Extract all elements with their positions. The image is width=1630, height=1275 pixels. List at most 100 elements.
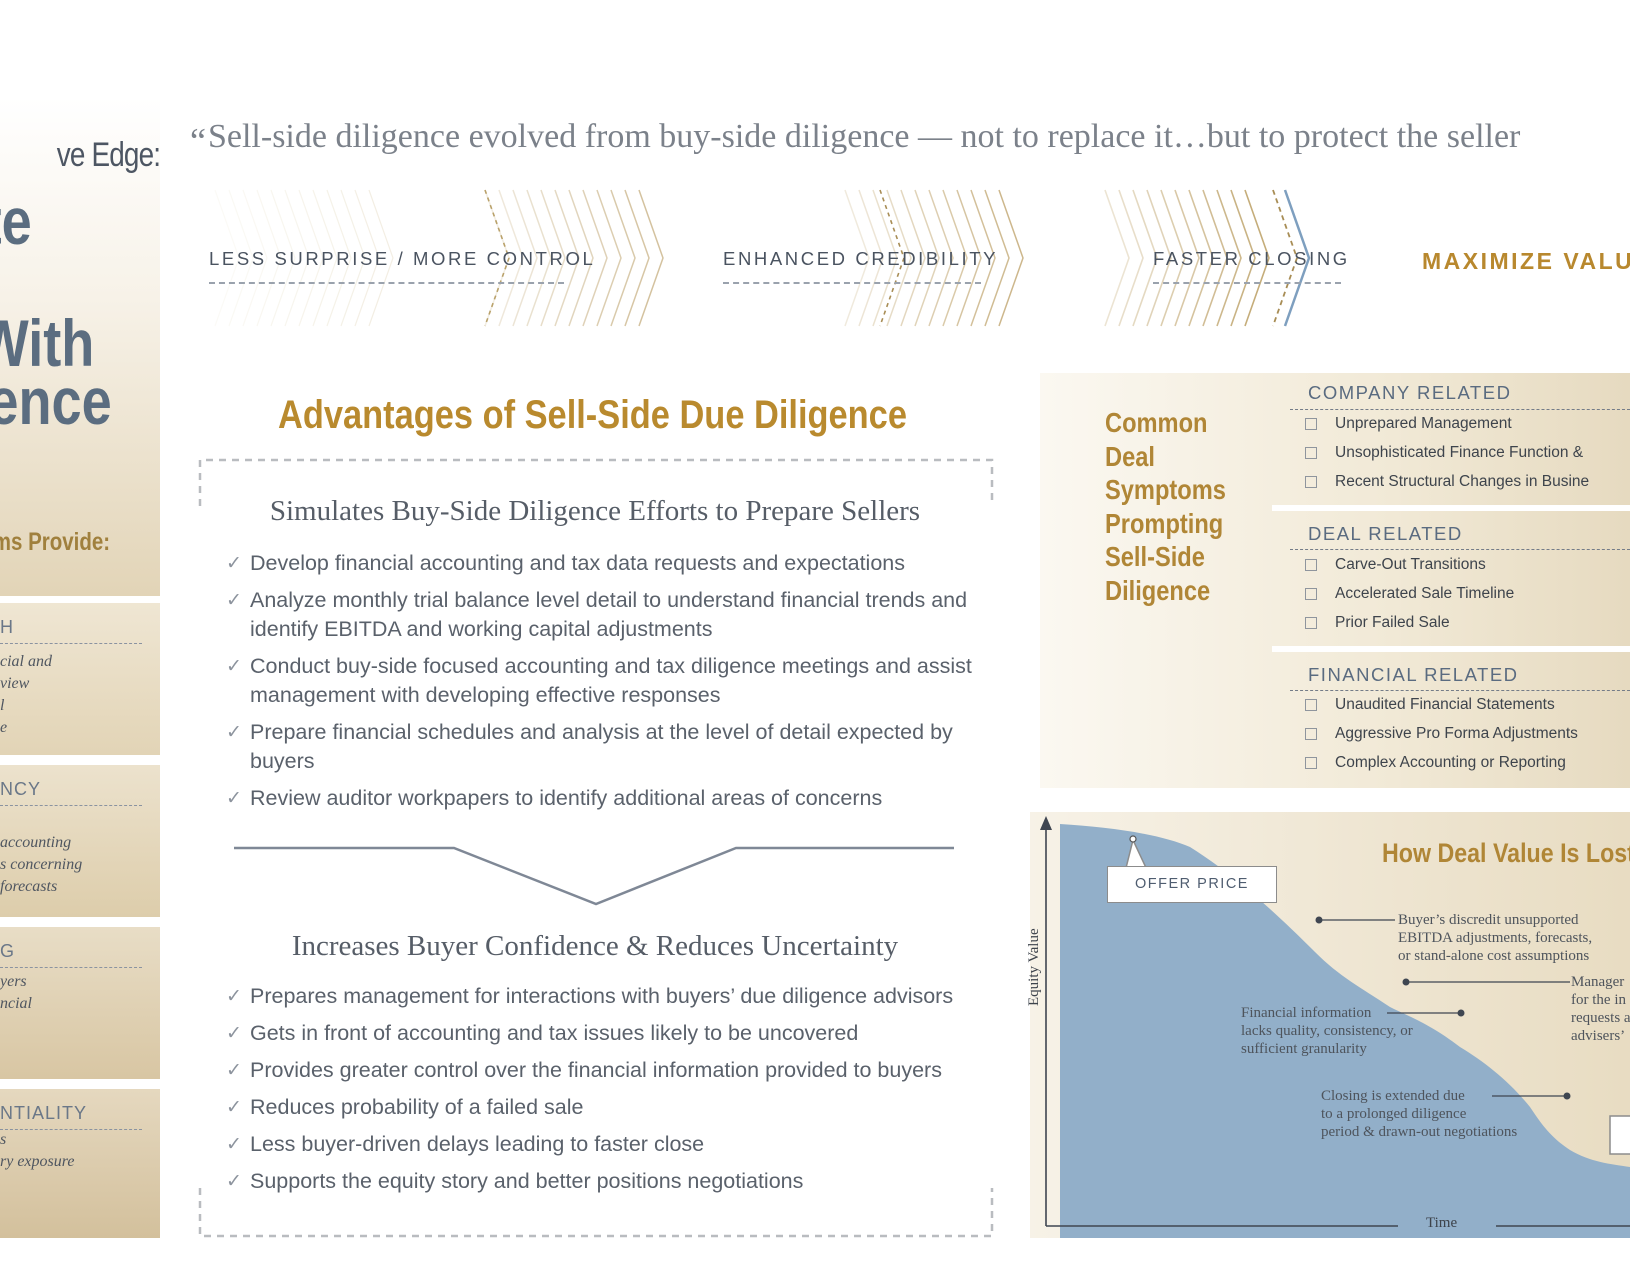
check-icon: ✓ [226,788,242,809]
advantages-title: Advantages of Sell-Side Due Diligence [278,393,907,437]
check-icon: ✓ [226,1134,242,1155]
left-card-divider [0,967,142,968]
checkbox-icon [1305,588,1317,600]
group-deal-related: DEAL RELATED [1308,523,1463,544]
y-axis-arrow-icon [1040,816,1052,830]
y-axis-label: Equity Value [1026,928,1042,1006]
check-icon: ✓ [226,553,242,574]
left-card-3: G yers ncial [0,927,160,1079]
checkbox-icon [1305,418,1317,430]
left-provide-heading: ms Provide: [0,528,110,556]
section2-bullet-list: ✓Prepares management for interactions wi… [226,982,986,1204]
funnel-divider [234,846,954,906]
left-edge-heading: ve Edge: [56,136,160,174]
symptom-item: Complex Accounting or Reporting [1305,754,1566,772]
pull-quote: “Sell-side diligence evolved from buy-si… [190,118,1521,161]
list-item: ✓Reduces probability of a failed sale [226,1093,986,1122]
section1-title: Simulates Buy-Side Diligence Efforts to … [269,495,921,527]
checkbox-icon [1305,559,1317,571]
left-card-2: NCY accounting s concerning forecasts [0,765,160,917]
list-item: ✓Prepares management for interactions wi… [226,982,986,1011]
check-icon: ✓ [226,986,242,1007]
left-card-divider [0,643,142,644]
left-card-head: H [0,617,14,637]
step-faster-closing: FASTER CLOSING [1153,248,1350,269]
quote-mark: “ [190,121,206,161]
step-underline [209,282,564,284]
left-card-head: G [0,941,16,961]
step-enhanced-credibility: ENHANCED CREDIBILITY [723,248,999,269]
symptoms-separator [1272,505,1630,511]
checkbox-icon [1305,728,1317,740]
checkbox-icon [1305,699,1317,711]
left-card-head: NTIALITY [0,1103,88,1123]
list-item: ✓Supports the equity story and better po… [226,1167,986,1196]
left-panel: ve Edge: te With gence ms Provide: H cia… [0,98,160,1238]
advantages-frame [198,458,994,1238]
list-item: ✓Conduct buy-side focused accounting and… [226,654,972,707]
checkbox-icon [1305,617,1317,629]
group-divider [1290,549,1630,550]
symptom-item: Unaudited Financial Statements [1305,696,1555,714]
group-divider [1290,409,1630,410]
symptom-item: Recent Structural Changes in Busine [1305,473,1589,491]
group-divider [1290,690,1630,691]
symptoms-separator [1272,646,1630,652]
left-big-line-3: gence [0,364,112,438]
list-item: ✓Gets in front of accounting and tax iss… [226,1019,986,1048]
left-card-divider [0,805,142,806]
left-card-text: cial and view l e [0,653,52,736]
list-item: ✓Less buyer-driven delays leading to fas… [226,1130,986,1159]
left-big-line-2: With [0,306,94,380]
section2-title: Increases Buyer Confidence & Reduces Unc… [291,930,899,962]
checkbox-icon [1305,476,1317,488]
value-chevron-band: LESS SURPRISE / MORE CONTROL ENHANCED CR… [195,188,1630,340]
left-card-text: accounting s concerning forecasts [0,834,83,895]
group-financial-related: FINANCIAL RELATED [1308,664,1519,685]
left-hero: ve Edge: te With gence ms Provide: [0,98,160,596]
cropped-label-box [1609,1115,1630,1155]
step-underline [723,282,981,284]
list-item: ✓Prepare financial schedules and analysi… [226,720,953,773]
symptom-item: Carve-Out Transitions [1305,556,1486,574]
list-item: ✓Analyze monthly trial balance level det… [226,588,968,641]
x-axis-label: Time [1426,1215,1458,1231]
left-card-4: NTIALITY s ry exposure [0,1089,160,1238]
step-maximize-value: MAXIMIZE VALUE [1422,248,1630,274]
section1-bullet-list: ✓Develop financial accounting and tax da… [226,549,986,821]
step-less-surprise: LESS SURPRISE / MORE CONTROL [209,248,596,269]
annotation-closing: Closing is extended due to a prolonged d… [1321,1088,1518,1140]
left-card-text: yers ncial [0,973,32,1012]
step-underline [1153,282,1341,284]
offer-price-label: OFFER PRICE [1107,866,1277,903]
left-card-1: H cial and view l e [0,603,160,755]
list-item: ✓Review auditor workpapers to identify a… [226,784,986,813]
offer-point [1129,835,1137,843]
symptom-item: Prior Failed Sale [1305,614,1450,632]
left-card-divider [0,1129,142,1130]
check-icon: ✓ [226,1097,242,1118]
symptom-item: Unsophisticated Finance Function & [1305,444,1583,462]
quote-text: Sell-side diligence evolved from buy-sid… [207,118,1521,155]
check-icon: ✓ [226,1171,242,1192]
symptoms-title: Common Deal Symptoms Prompting Sell-Side… [1105,407,1226,606]
chart-title: How Deal Value Is Lost [1382,838,1630,868]
left-big-line-1: te [0,184,32,258]
check-icon: ✓ [226,722,242,743]
annotation-management: Manager for the in requests a advisers’ [1571,974,1630,1044]
symptom-item: Accelerated Sale Timeline [1305,585,1514,603]
chevron-graphic [214,189,1311,327]
equity-value-area [1060,824,1630,1238]
checkbox-icon [1305,447,1317,459]
list-item: ✓Provides greater control over the finan… [226,1056,986,1085]
symptom-item: Aggressive Pro Forma Adjustments [1305,725,1578,743]
list-item: ✓Develop financial accounting and tax da… [226,549,986,578]
check-icon: ✓ [226,1060,242,1081]
check-icon: ✓ [226,656,242,677]
check-icon: ✓ [226,590,242,611]
group-company-related: COMPANY RELATED [1308,382,1512,403]
annotation-buyer: Buyer’s discredit unsupported EBITDA adj… [1398,912,1593,964]
annotation-financial-info: Financial information lacks quality, con… [1241,1005,1413,1057]
symptoms-panel [1040,373,1630,788]
checkbox-icon [1305,757,1317,769]
